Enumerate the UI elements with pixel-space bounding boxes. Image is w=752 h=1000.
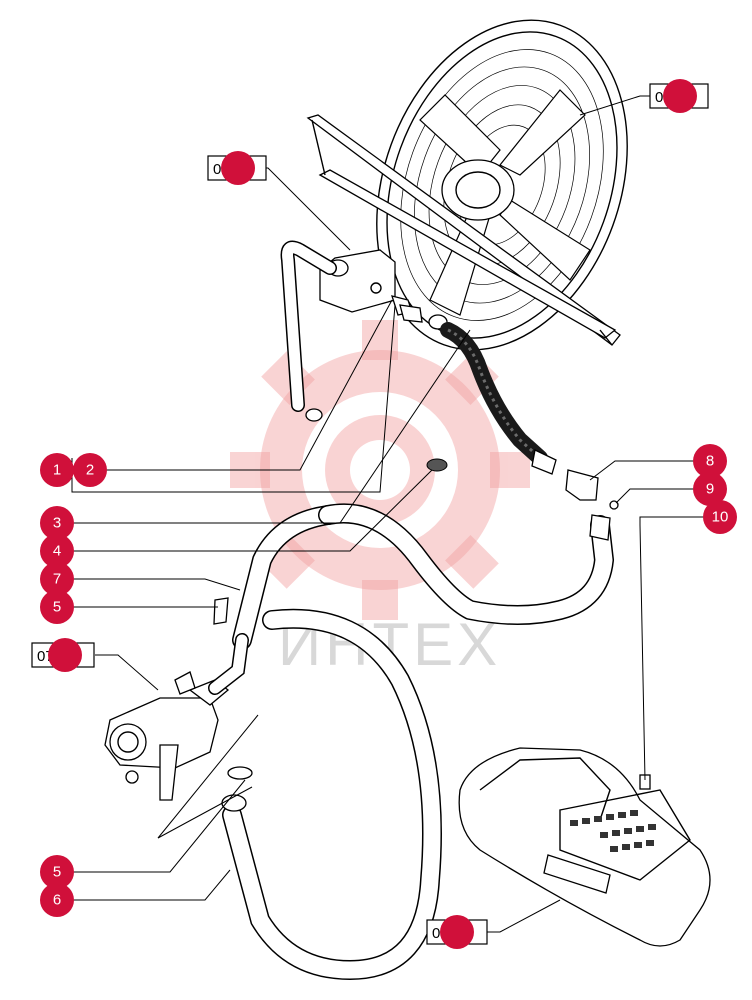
callout-5b: 5 <box>40 855 74 889</box>
pump-assembly <box>104 633 249 801</box>
ref-box-cab: 09333 <box>426 915 488 949</box>
svg-text:4: 4 <box>53 543 61 560</box>
callout-7: 7 <box>40 562 74 596</box>
fitting-small-icon <box>213 597 229 625</box>
svg-text:1: 1 <box>53 462 61 479</box>
callout-3: 3 <box>40 506 74 540</box>
callout-6: 6 <box>40 883 74 917</box>
fan-assembly <box>306 19 628 351</box>
svg-text:9: 9 <box>706 481 714 498</box>
gear-logo-icon <box>230 320 530 620</box>
callout-1: 1 <box>40 453 74 487</box>
svg-text:5: 5 <box>53 864 61 881</box>
ref-box-fan: 02377 <box>649 79 709 113</box>
callout-5a: 5 <box>40 590 74 624</box>
callout-8: 8 <box>693 444 727 478</box>
hose-6 <box>221 608 442 981</box>
control-cab <box>458 747 711 947</box>
svg-text:8: 8 <box>706 453 714 470</box>
clamp-icon <box>227 766 253 780</box>
svg-text:7: 7 <box>53 571 61 588</box>
ref-box-valve: 02377 <box>207 151 267 185</box>
callout-10: 10 <box>703 500 737 534</box>
gasket-icon <box>426 458 448 472</box>
svg-text:6: 6 <box>53 892 61 909</box>
svg-text:3: 3 <box>53 515 61 532</box>
svg-text:5: 5 <box>53 599 61 616</box>
svg-text:10: 10 <box>712 509 729 526</box>
braided-hose <box>440 322 619 510</box>
hose-3 <box>232 503 615 650</box>
callout-9: 9 <box>693 472 727 506</box>
callout-4: 4 <box>40 534 74 568</box>
callout-2: 2 <box>73 453 107 487</box>
ref-box-pump: 07-12 <box>31 638 95 672</box>
valve-block <box>280 240 448 422</box>
svg-text:2: 2 <box>86 462 94 479</box>
